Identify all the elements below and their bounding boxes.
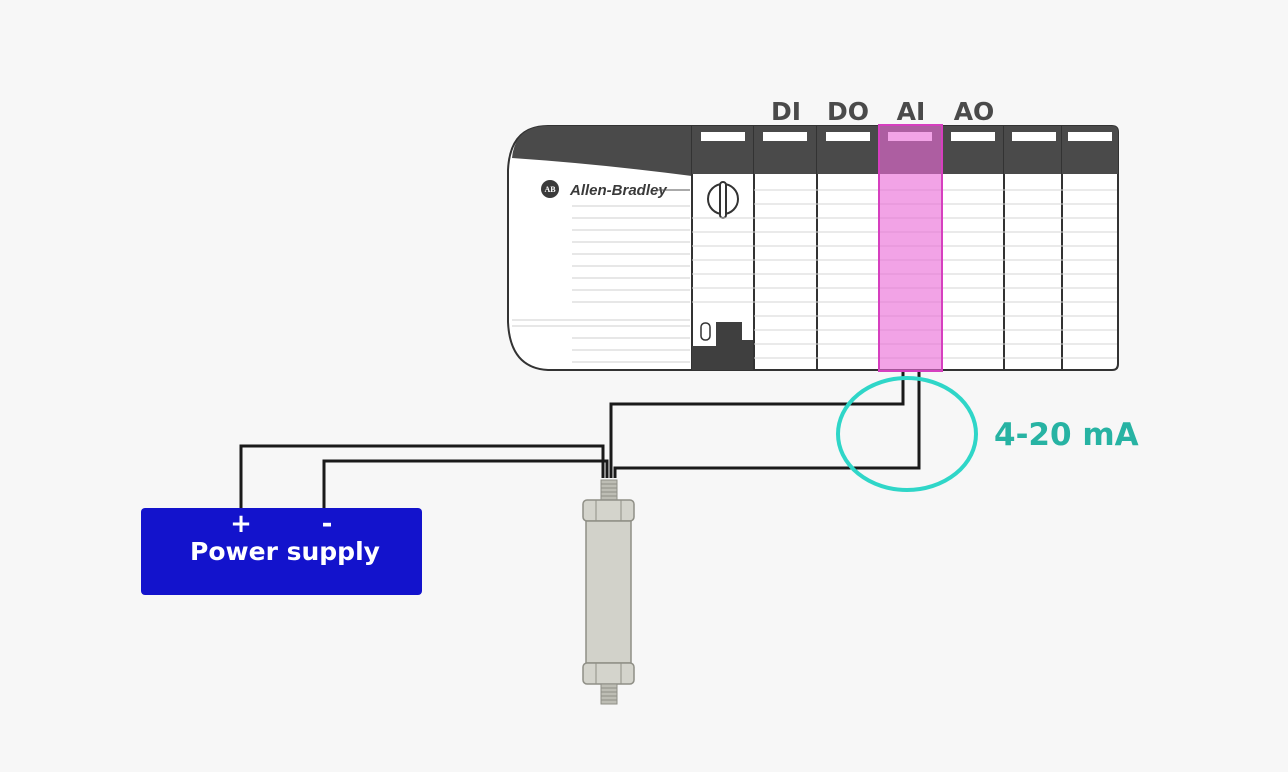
psu-plus-label: + (230, 509, 252, 539)
psu-label: Power supply (190, 537, 380, 566)
ab-logo-text: AB (544, 185, 556, 194)
io-module-6 (1003, 125, 1063, 371)
wiring (239, 372, 921, 510)
plc-power-module-grille (512, 205, 690, 363)
plc-power-module-top (512, 126, 692, 176)
signal-highlight-ellipse (836, 376, 978, 492)
psu-minus-label: - (322, 509, 333, 539)
allen-bradley-logo: AB (541, 180, 559, 198)
signal-label: 4-20 mA (994, 417, 1139, 453)
slot-label-do: DO (827, 97, 869, 126)
io-modules (753, 125, 1119, 371)
plc-chassis: AB Allen-Bradley (507, 124, 1119, 372)
wire-psu-minus (322, 459, 609, 510)
wire-ai-signal-1 (609, 372, 905, 478)
io-module-di (753, 125, 818, 371)
io-module-7 (1061, 125, 1119, 371)
processor-port-slot (700, 322, 711, 341)
ai-slot-highlight (878, 124, 943, 372)
key-switch-icon (707, 181, 739, 219)
transmitter-sensor (582, 479, 635, 705)
slot-label-ai: AI (897, 97, 926, 126)
io-module-ao (941, 125, 1005, 371)
processor-module (691, 125, 755, 371)
brand-name: Allen-Bradley (569, 182, 667, 199)
power-supply: + - Power supply (141, 508, 422, 595)
slot-labels: DI DO AI AO (771, 97, 994, 126)
io-module-do (816, 125, 880, 371)
slot-label-ao: AO (954, 97, 995, 126)
slot-label-di: DI (771, 97, 801, 126)
wire-psu-plus (239, 444, 605, 510)
processor-port (692, 322, 754, 370)
wire-ai-signal-2 (613, 372, 921, 478)
